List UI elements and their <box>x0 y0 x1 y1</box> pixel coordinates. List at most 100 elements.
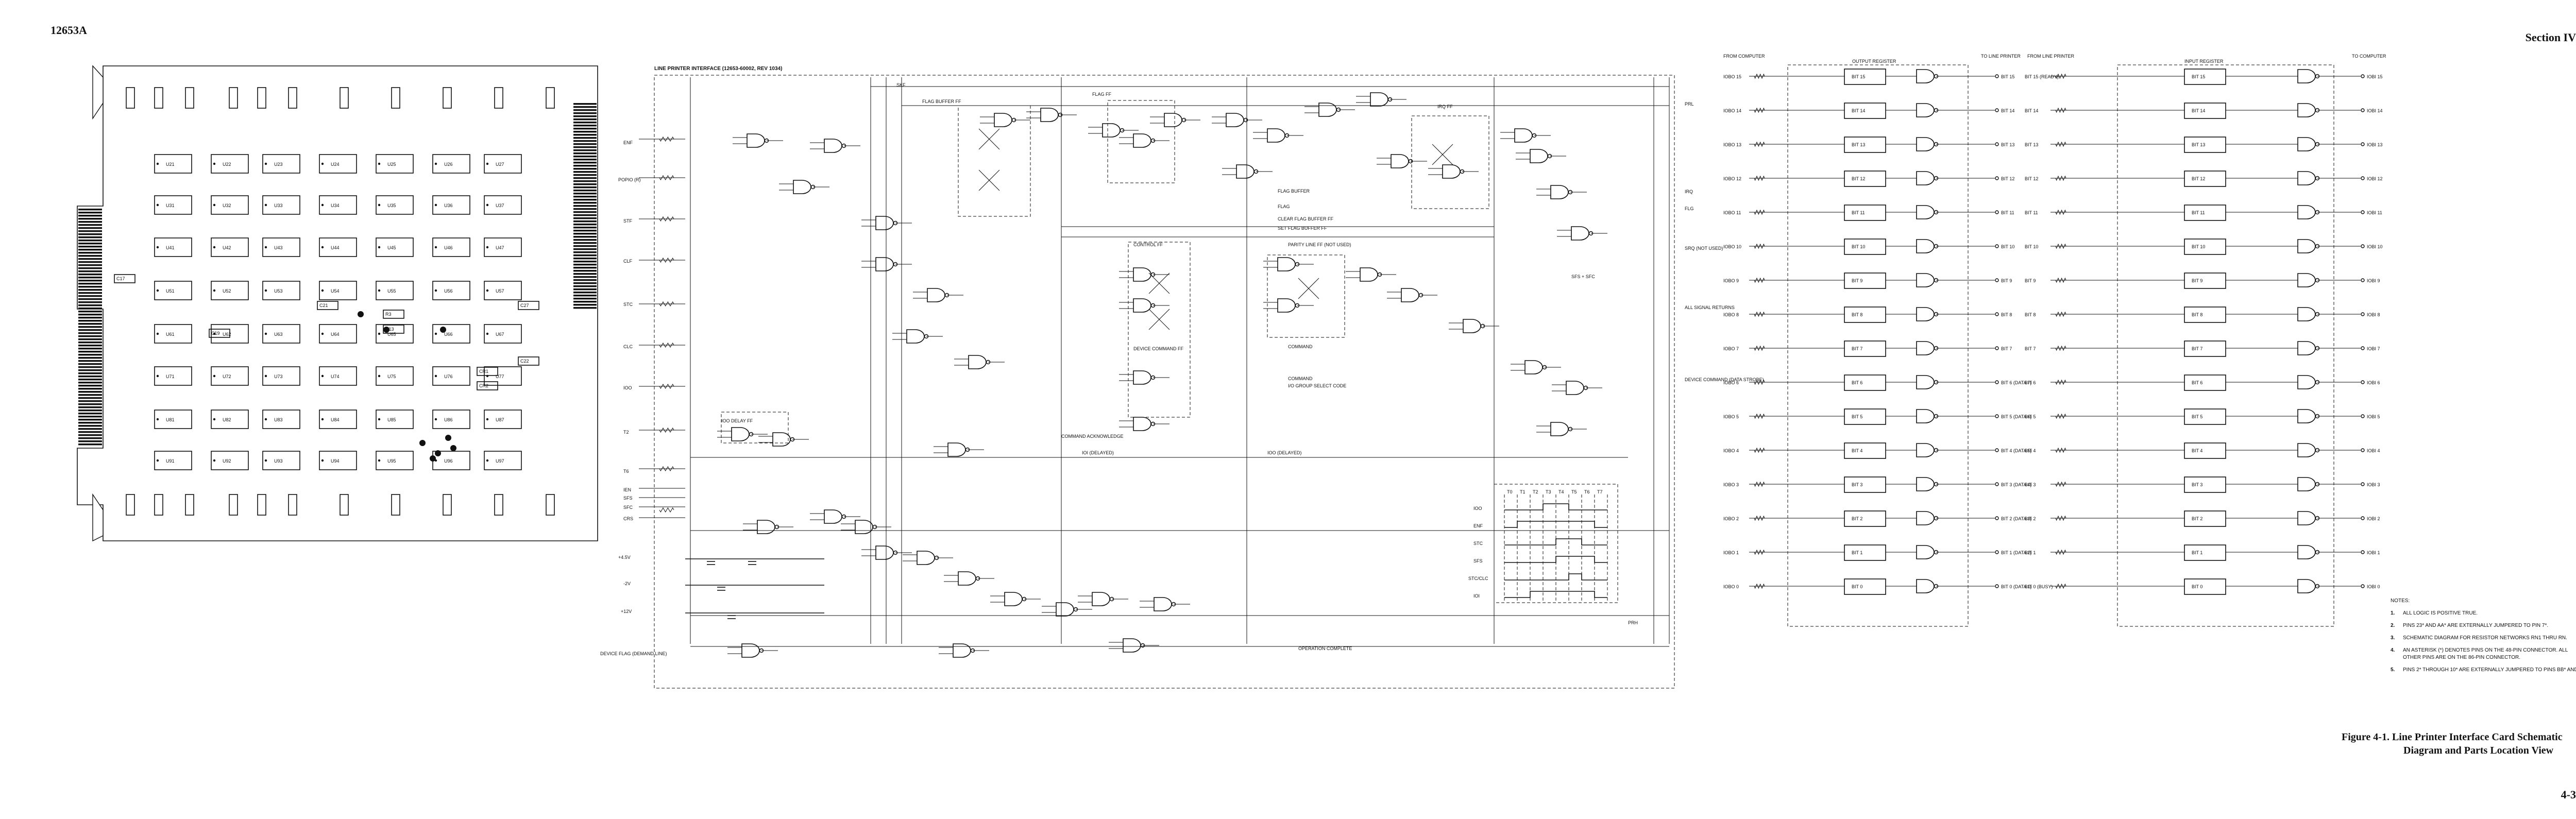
bit-input-resistor <box>2055 175 2066 181</box>
bit-latch-box <box>2184 306 2226 323</box>
contact-finger <box>78 227 102 229</box>
via-pad <box>440 327 446 333</box>
component-outline <box>477 381 498 390</box>
chip-body <box>211 324 249 344</box>
note-number: 3. <box>2391 635 2395 641</box>
contact-finger <box>573 217 597 219</box>
output-terminal <box>2361 74 2365 78</box>
chip-body <box>432 154 470 174</box>
contact-finger <box>78 270 102 272</box>
gate-body <box>1916 307 1935 321</box>
gate-body <box>2297 511 2316 525</box>
bit-input-resistor <box>2055 277 2066 283</box>
chip-label: U84 <box>331 417 340 422</box>
component-outline <box>383 310 404 319</box>
gate-body <box>824 509 842 524</box>
nand-gate <box>1550 422 1573 436</box>
output-driver-gate <box>1916 137 1939 151</box>
block-label: COMMAND <box>1288 376 1313 381</box>
pin1-dot <box>378 374 381 378</box>
gate-body <box>2297 103 2316 117</box>
chip-outline: U83 <box>262 410 300 429</box>
resistor-zigzag <box>1754 243 1765 249</box>
chip-body <box>484 281 522 300</box>
resistor-zigzag <box>1754 73 1765 79</box>
gate-body <box>757 520 775 534</box>
pin1-dot <box>378 289 381 292</box>
small-resistor <box>154 494 163 516</box>
bit-latch-label: BIT 15 <box>2192 74 2205 79</box>
note-number: 5. <box>2391 667 2395 673</box>
signal-label: FLG <box>1685 206 1694 211</box>
chip-body <box>154 237 192 257</box>
resistor-zigzag <box>659 466 674 471</box>
output-signal-labels: PRL FLG IRQ ALL SIGNAL RETURNS DEVICE CO… <box>896 82 1764 651</box>
pin1-dot <box>434 289 437 292</box>
chip-label: U21 <box>166 162 175 167</box>
nand-gate <box>875 257 898 271</box>
bit-output-label: BIT 11 <box>2001 210 2014 215</box>
pin1-dot <box>434 203 437 207</box>
chip-body <box>432 366 470 386</box>
nand-gate <box>772 432 795 447</box>
nand-gate <box>1514 128 1537 143</box>
bit-input-label: IOBO 0 <box>1723 584 1739 589</box>
resistor-zigzag <box>2055 311 2066 317</box>
pin1-dot <box>156 374 159 378</box>
chip-body <box>319 154 357 174</box>
bit-latch-box <box>2184 69 2226 85</box>
gate-body <box>1916 239 1935 253</box>
chip-body <box>211 451 249 470</box>
chip-body <box>432 324 470 344</box>
from-label: FROM LINE PRINTER <box>2027 54 2075 59</box>
chip-body <box>262 366 300 386</box>
bit-input-resistor <box>2055 107 2066 113</box>
bit-output-label: IOBI 14 <box>2367 108 2383 113</box>
bit-output-label: BIT 8 <box>2001 312 2012 317</box>
nand-gate <box>994 113 1016 127</box>
gate-body <box>1916 171 1935 185</box>
chip-label: U75 <box>387 374 396 379</box>
bit-latch-label: BIT 0 <box>2192 584 2202 589</box>
contact-finger <box>78 348 102 350</box>
chip-outline: U56 <box>432 281 470 300</box>
contact-finger <box>573 273 597 275</box>
output-driver-gate <box>2297 171 2320 185</box>
gate-body <box>953 643 971 658</box>
pin1-dot <box>156 459 159 462</box>
bit-latch-box <box>1844 340 1886 357</box>
contact-finger <box>78 406 102 408</box>
component-outline <box>317 301 338 310</box>
bit-input-resistor <box>1754 481 1765 487</box>
pin1-dot <box>378 162 381 165</box>
block-label: FLAG BUFFER <box>1278 189 1310 194</box>
input-resistor <box>659 384 674 389</box>
board-ejector-top <box>92 65 104 120</box>
contact-finger <box>573 199 597 201</box>
chip-outline: U34 <box>319 195 357 215</box>
resistor-zigzag <box>2055 209 2066 215</box>
contact-finger <box>78 366 102 368</box>
bit-latch-box <box>2184 136 2226 153</box>
nand-gate <box>1133 267 1156 282</box>
contact-finger <box>78 255 102 257</box>
chip-label: U92 <box>223 458 231 464</box>
pin1-dot <box>264 374 267 378</box>
bit-latch-label: BIT 2 <box>1852 516 1862 521</box>
bit-output-label: BIT 6 (DATA 7) <box>2001 380 2032 385</box>
pin1-dot <box>156 332 159 335</box>
contact-finger <box>573 103 597 105</box>
contact-finger <box>78 342 102 344</box>
contact-finger <box>78 403 102 405</box>
component-label: C22 <box>520 359 529 364</box>
chip-body <box>154 410 192 429</box>
contact-finger <box>573 177 597 179</box>
gate-body <box>875 216 894 230</box>
bit-latch-box <box>2184 408 2226 425</box>
small-resistor <box>391 494 400 516</box>
chip-body <box>484 366 522 386</box>
